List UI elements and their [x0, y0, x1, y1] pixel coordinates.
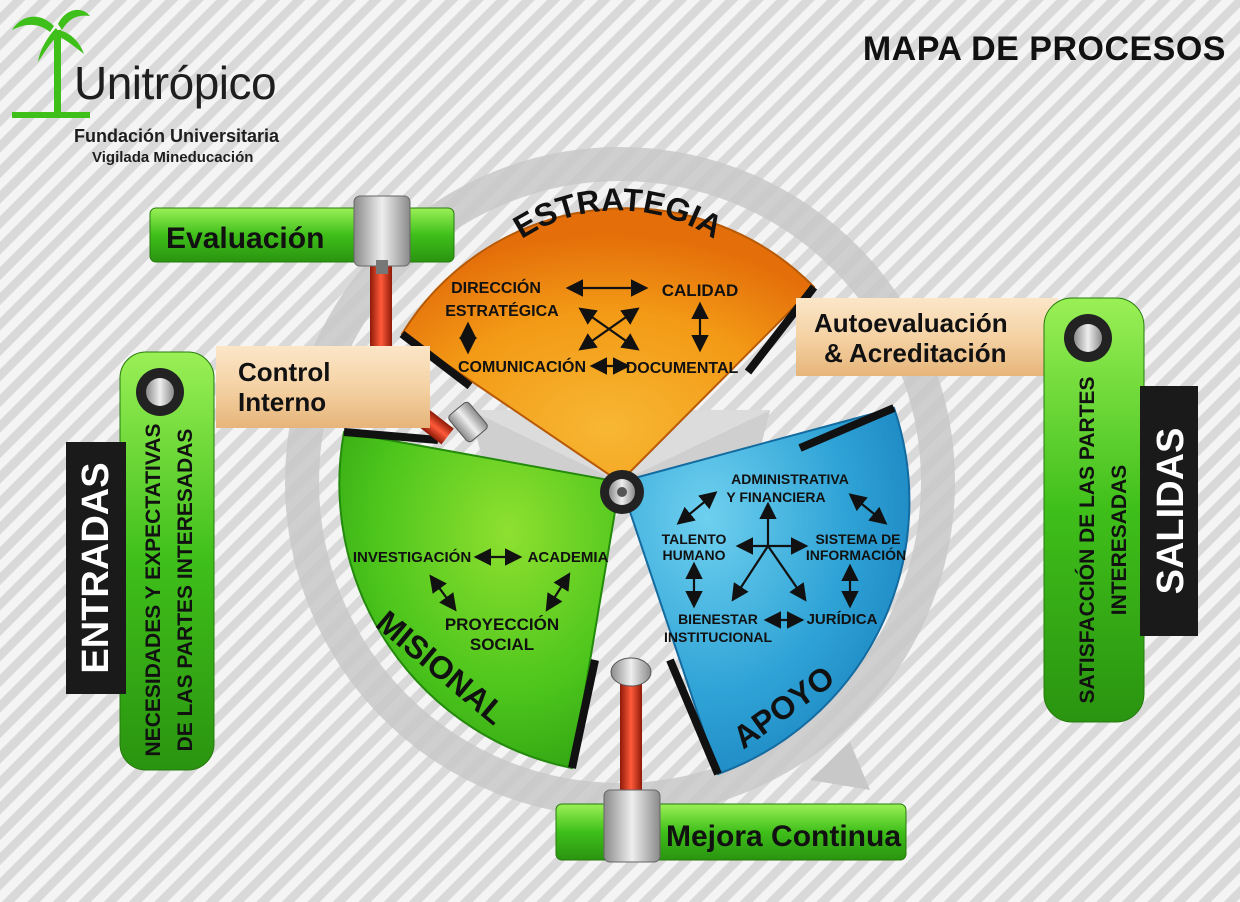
salidas-description-1: SATISFACCIÓN DE LAS PARTES [1075, 376, 1099, 703]
autoevaluacion-label-2: & Acreditación [824, 338, 1007, 368]
misional-item-investigacion: INVESTIGACIÓN [353, 548, 471, 566]
apoyo-item-administrativa-2: Y FINANCIERA [726, 489, 825, 505]
estrategia-item-direccion-2: ESTRATÉGICA [445, 301, 559, 320]
misional-item-proyeccion-2: SOCIAL [470, 635, 534, 654]
mejora-pipe [620, 680, 642, 792]
entradas-description-1: NECESIDADES Y EXPECTATIVAS [142, 424, 165, 757]
apoyo-item-juridica: JURÍDICA [807, 611, 878, 628]
apoyo-item-talento: TALENTO [662, 531, 727, 547]
salidas-tab-label: SALIDAS [1150, 428, 1192, 595]
salidas-description-2: INTERESADAS [1108, 465, 1131, 616]
apoyo-item-bienestar-2: INSTITUCIONAL [664, 629, 773, 645]
mejora-label: Mejora Continua [666, 820, 901, 853]
entradas-tab-label: ENTRADAS [75, 462, 117, 673]
apoyo-item-bienestar: BIENESTAR [678, 611, 758, 627]
misional-item-academia: ACADEMIA [528, 549, 609, 566]
entradas-description-2: DE LAS PARTES INTERESADAS [174, 429, 197, 752]
estrategia-item-documental: DOCUMENTAL [626, 360, 739, 377]
autoevaluacion-label-1: Autoevaluación [814, 308, 1008, 338]
estrategia-item-direccion: DIRECCIÓN [451, 278, 541, 297]
estrategia-item-comunicacion: COMUNICACIÓN [458, 357, 586, 376]
apoyo-item-talento-2: HUMANO [663, 547, 726, 563]
apoyo-item-administrativa: ADMINISTRATIVA [731, 471, 849, 487]
estrategia-item-calidad: CALIDAD [662, 281, 739, 300]
apoyo-item-sistema-2: INFORMACIÓN [806, 546, 906, 563]
evaluacion-label: Evaluación [166, 222, 324, 255]
apoyo-item-sistema: SISTEMA DE [815, 531, 900, 547]
control-interno-label-2: Interno [238, 387, 326, 417]
control-interno-label-1: Control [238, 357, 330, 387]
misional-item-proyeccion: PROYECCIÓN [445, 615, 559, 634]
